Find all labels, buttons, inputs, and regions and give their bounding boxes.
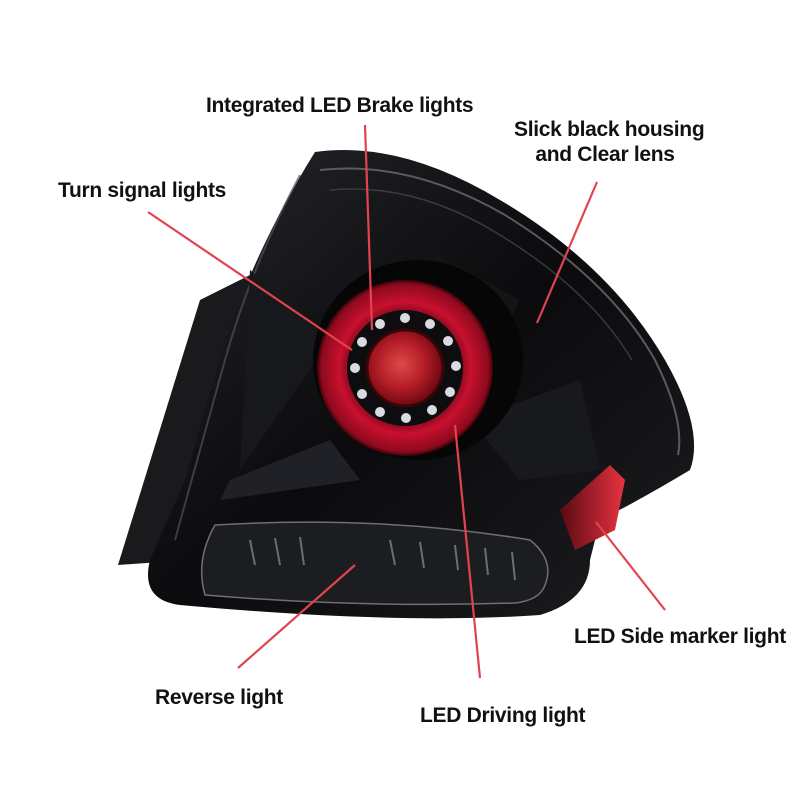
lens-facet-1 bbox=[240, 270, 330, 470]
callout-reverse-light: Reverse light bbox=[155, 686, 283, 709]
side-marker-lens bbox=[560, 465, 625, 550]
leader-brake bbox=[363, 124, 374, 331]
callout-turn-signal: Turn signal lights bbox=[58, 179, 227, 202]
leader-reverse bbox=[237, 564, 356, 669]
callout-side-marker: LED Side marker light bbox=[574, 625, 786, 648]
leader-turn bbox=[147, 211, 353, 351]
lens-facet-3 bbox=[470, 380, 600, 480]
lens-edge-inner bbox=[329, 188, 633, 361]
callout-housing-line2: and Clear lens bbox=[535, 143, 675, 166]
leader-side bbox=[595, 521, 666, 611]
reverse-chamber bbox=[200, 521, 549, 606]
reverse-reflector-ridges bbox=[249, 536, 516, 581]
center-reflector bbox=[367, 330, 443, 406]
leader-driving bbox=[453, 424, 482, 679]
callout-housing-line1: Slick black housing bbox=[514, 118, 705, 141]
leader-housing bbox=[535, 181, 599, 324]
callout-brake-lights: Integrated LED Brake lights bbox=[206, 94, 474, 117]
led-ring bbox=[350, 313, 461, 423]
lens-facet-4 bbox=[220, 440, 360, 500]
lens-left-edge bbox=[174, 174, 301, 541]
callout-driving-light: LED Driving light bbox=[420, 704, 586, 727]
callout-housing-lens: Slick black housing and Clear lens bbox=[514, 117, 705, 167]
lens-edge-outer bbox=[319, 167, 681, 456]
center-reflector-rim bbox=[365, 328, 445, 408]
